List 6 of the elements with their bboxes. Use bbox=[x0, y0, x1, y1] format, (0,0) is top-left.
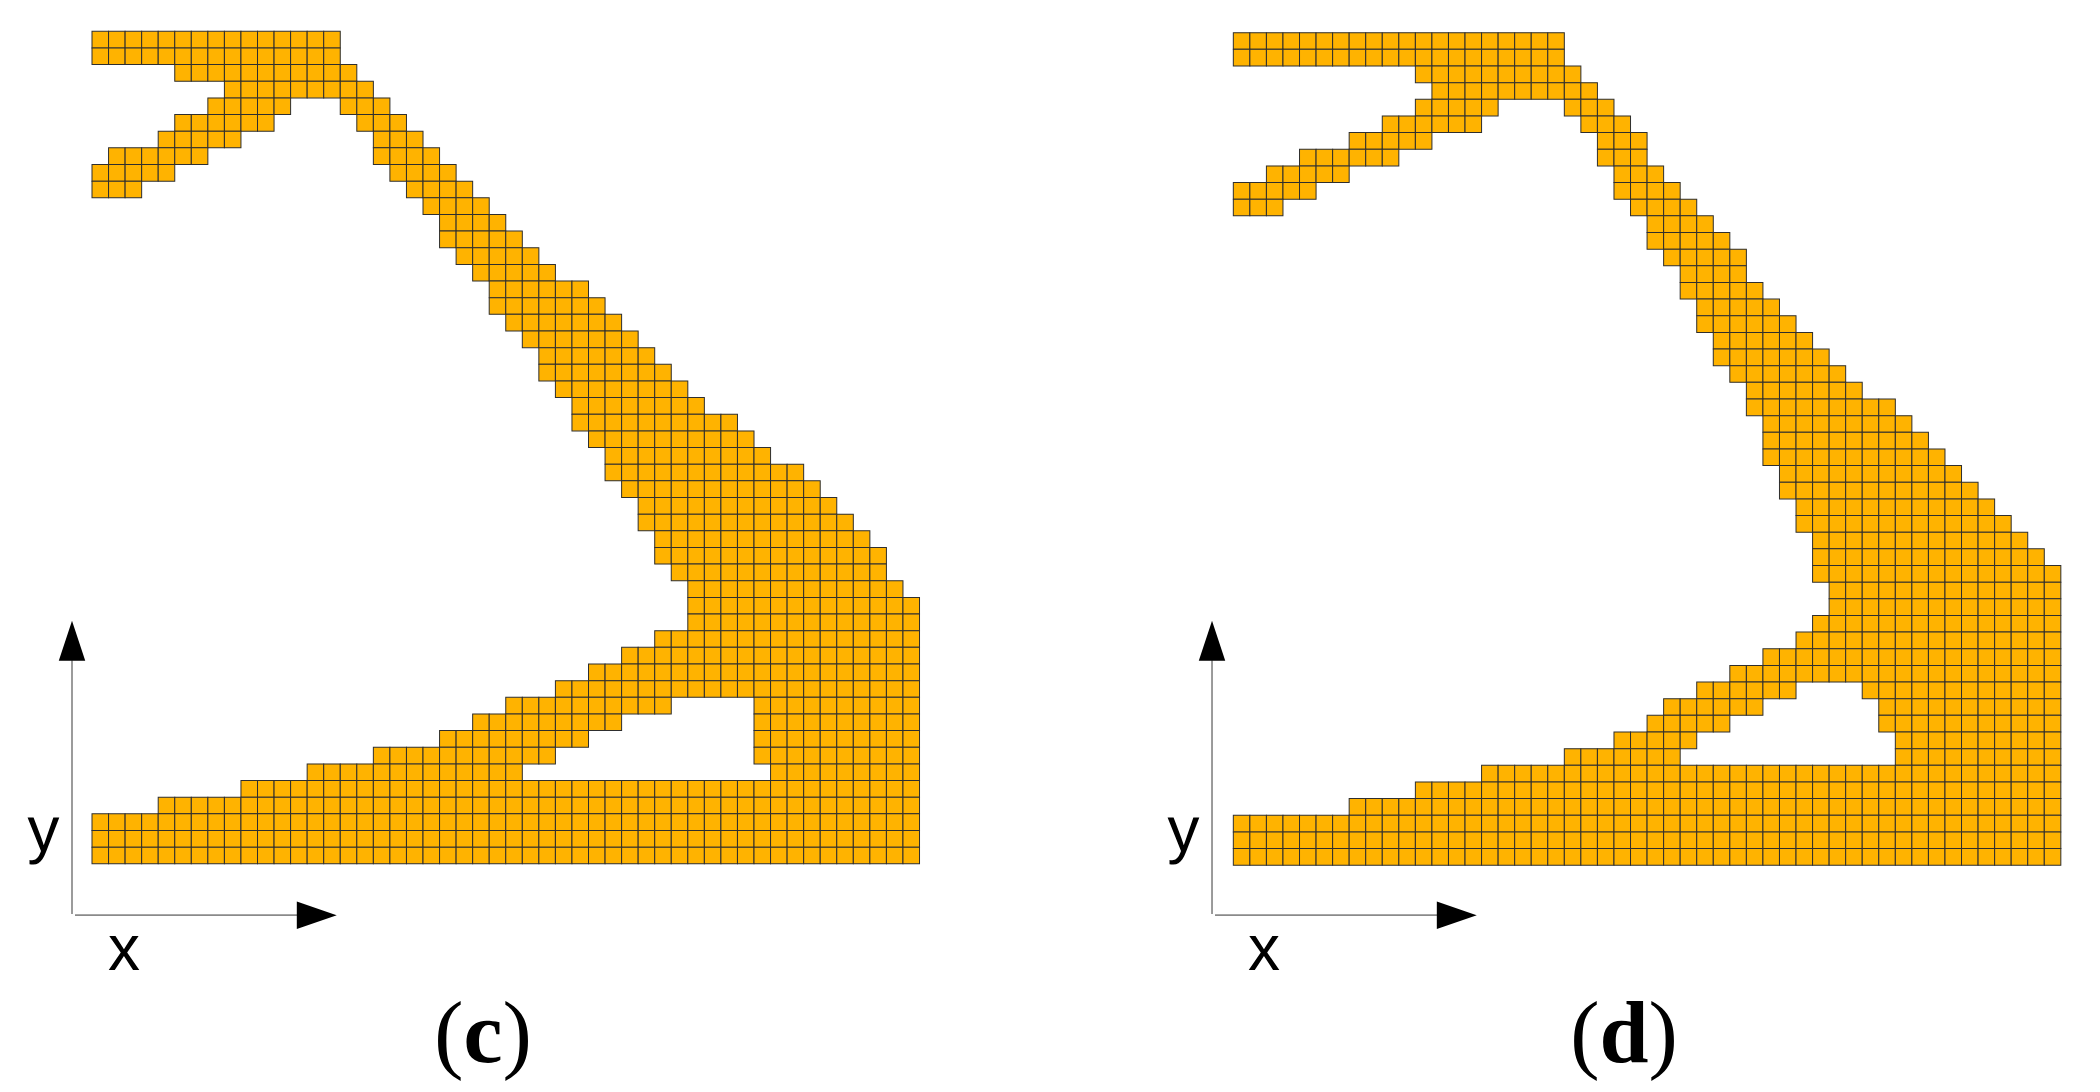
axis-label: x bbox=[108, 936, 140, 970]
axis-label: x bbox=[1248, 936, 1280, 970]
axis-label: y bbox=[27, 817, 60, 865]
axis-label: y bbox=[1167, 817, 1200, 865]
panel-label: (d) bbox=[1574, 1001, 1674, 1081]
panel-label: (c) bbox=[438, 1001, 528, 1081]
